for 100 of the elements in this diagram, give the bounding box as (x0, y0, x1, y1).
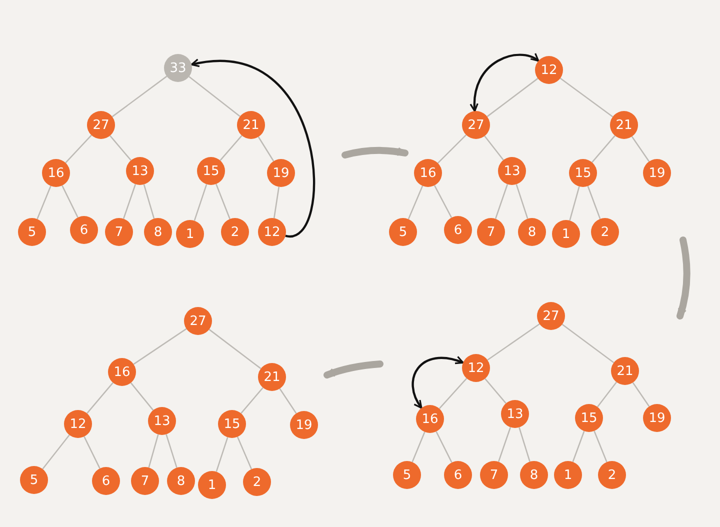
node-value: 8 (176, 474, 186, 488)
heap-node-circle (92, 467, 120, 495)
tree-branch-line (592, 135, 616, 163)
heap-node-circle (444, 461, 472, 489)
tree-branch-line (208, 328, 262, 370)
tree-branch-line (412, 432, 426, 462)
node-value: 2 (230, 224, 240, 240)
node-value: 16 (420, 166, 436, 180)
node-value: 2 (608, 468, 616, 482)
node-value: 16 (114, 364, 130, 380)
node-value: 7 (490, 468, 498, 482)
tree-branch-line (498, 427, 512, 462)
heap-node-circle (20, 466, 48, 494)
node-value: 16 (48, 166, 64, 180)
tree-branch-line (572, 430, 585, 462)
tree-branch-line (166, 434, 178, 468)
heap-node-circle (108, 358, 136, 386)
tree-branch-line (236, 436, 252, 470)
heap-node-circle (144, 218, 172, 246)
heap-node-circle (18, 218, 46, 246)
node-value: 15 (224, 416, 240, 432)
tree-branch-line (220, 135, 242, 161)
node-value: 21 (616, 118, 632, 132)
tree-branch-line (84, 436, 100, 469)
node-value: 19 (648, 166, 666, 180)
tree-branch-line (188, 76, 240, 117)
heap-node-circle (480, 461, 508, 489)
heap-node-circle (389, 218, 417, 246)
tree-branch-line (518, 427, 530, 462)
tree-branch-line (216, 437, 228, 472)
node-value: 19 (296, 418, 312, 432)
tree-branch-line (279, 388, 297, 414)
swap-arrow (190, 59, 315, 237)
node-value: 6 (454, 468, 462, 482)
tree-branch-line (594, 430, 608, 462)
heap-node-circle (610, 111, 638, 139)
heap-node-circle (148, 407, 176, 435)
swap-arrow (470, 53, 540, 112)
node-value: 15 (580, 410, 598, 426)
swap-arrow (412, 356, 464, 409)
heap-node-circle (520, 461, 548, 489)
node-value: 33 (170, 60, 186, 76)
heap-node-circle (290, 411, 318, 439)
heap-node-circle (444, 216, 472, 244)
heap-node-circle (131, 467, 159, 495)
tree-branch-line (273, 186, 280, 218)
tree-branch-line (258, 136, 274, 162)
tree-branch-line (631, 136, 650, 162)
tree-branch-line (587, 186, 601, 220)
node-value: 15 (574, 166, 592, 180)
heap-node-circle (535, 56, 563, 84)
tree-branch-line (240, 387, 264, 414)
heap-node-circle (221, 218, 249, 246)
tree-branch-line (438, 378, 468, 410)
node-value: 2 (600, 224, 610, 240)
heap-node-circle (537, 302, 565, 330)
tree-branch-line (65, 134, 92, 164)
heap-node-circle (176, 220, 204, 248)
tree-branch-line (486, 78, 538, 118)
heap-node-circle (591, 218, 619, 246)
heap-node-circle (237, 111, 265, 139)
tree-branch-line (569, 186, 580, 221)
tree-branch-line (632, 382, 650, 407)
node-value: 1 (564, 468, 572, 482)
node-value: 6 (102, 474, 110, 488)
tree-branch-line (484, 378, 506, 404)
heap-node-circle (552, 220, 580, 248)
node-value: 1 (208, 478, 216, 492)
heap-node-circle (393, 461, 421, 489)
tree-branch-line (494, 184, 508, 219)
heap-node-circle (477, 218, 505, 246)
tree-branch-line (62, 185, 78, 218)
node-value: 13 (154, 414, 170, 428)
heap-node-circle (414, 159, 442, 187)
heap-node-circle (258, 218, 286, 246)
tree-branch-line (437, 134, 467, 164)
node-value: 7 (486, 224, 496, 240)
tree-branch-line (122, 184, 136, 219)
heap-node-circle (243, 468, 271, 496)
tree-branch-line (194, 184, 208, 221)
node-value: 16 (422, 412, 438, 426)
node-value: 13 (504, 164, 520, 178)
heap-node-circle (218, 410, 246, 438)
tree-branch-line (86, 382, 114, 414)
node-value: 1 (562, 226, 570, 242)
node-value: 7 (114, 224, 124, 240)
heap-node-circle (167, 467, 195, 495)
heap-node-circle (643, 159, 671, 187)
heap-node-circle (643, 404, 671, 432)
heap-node-circle (501, 400, 529, 428)
heap-node-circle (611, 357, 639, 385)
node-value: 27 (468, 118, 484, 132)
node-value: 5 (30, 472, 38, 488)
heap-node-circle (462, 354, 490, 382)
node-value: 12 (264, 224, 280, 240)
heap-node-circle (598, 461, 626, 489)
heap-node-circle (87, 111, 115, 139)
node-value: 27 (542, 308, 560, 324)
node-value: 21 (616, 364, 634, 378)
tree-branch-line (112, 76, 168, 118)
